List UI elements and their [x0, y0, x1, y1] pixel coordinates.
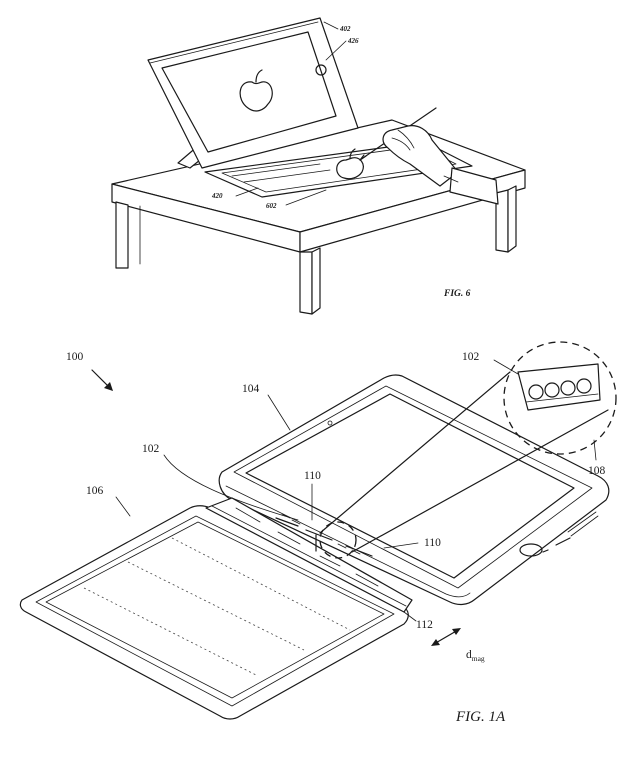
fig6-reference-lines [235, 21, 347, 206]
connector-pin-3 [560, 380, 576, 396]
smart-cover-106 [19, 497, 413, 720]
connector-pin-2 [544, 382, 560, 398]
ref-label-602: 602 [266, 202, 277, 210]
home-button-icon [315, 64, 327, 76]
ref-label-106: 106 [86, 485, 104, 497]
figure-6-caption: FIG. 6 [443, 289, 471, 299]
apple-on-screen-icon [239, 69, 273, 112]
connector-pin-4 [576, 378, 592, 394]
hand-with-stylus [359, 107, 499, 205]
fig1a-leader-lines [91, 359, 597, 646]
home-button-icon [519, 543, 543, 557]
connector-pin-1 [528, 384, 544, 400]
figure-6: 402 426 420 602 FIG. 6 [111, 17, 526, 315]
figure-1a: 100 102 104 102 106 108 110 110 112 dmag… [19, 341, 617, 725]
ref-label-112: 112 [416, 619, 433, 631]
ref-label-110-right: 110 [424, 537, 441, 549]
tablet-device-104 [218, 374, 610, 606]
ref-label-100: 100 [66, 351, 84, 363]
ref-label-102-top: 102 [462, 351, 480, 363]
front-camera-icon [327, 420, 333, 426]
ref-label-104: 104 [242, 383, 260, 395]
ref-label-402: 402 [339, 25, 351, 33]
tablet-device [147, 17, 359, 169]
magnifier-detail-circle [503, 341, 617, 455]
ref-label-108: 108 [588, 465, 606, 477]
table [111, 119, 526, 315]
ref-label-420: 420 [211, 192, 223, 200]
ref-label-102-left: 102 [142, 443, 160, 455]
ref-label-426: 426 [347, 37, 359, 45]
ref-label-dmag: dmag [466, 649, 485, 663]
ref-label-110-top: 110 [304, 470, 321, 482]
figure-1a-caption: FIG. 1A [455, 709, 506, 725]
cover-hinge-spine [205, 497, 413, 613]
magnifier-source-circle [319, 521, 357, 559]
side-port [542, 537, 571, 553]
connector-detail-102 [517, 363, 601, 411]
